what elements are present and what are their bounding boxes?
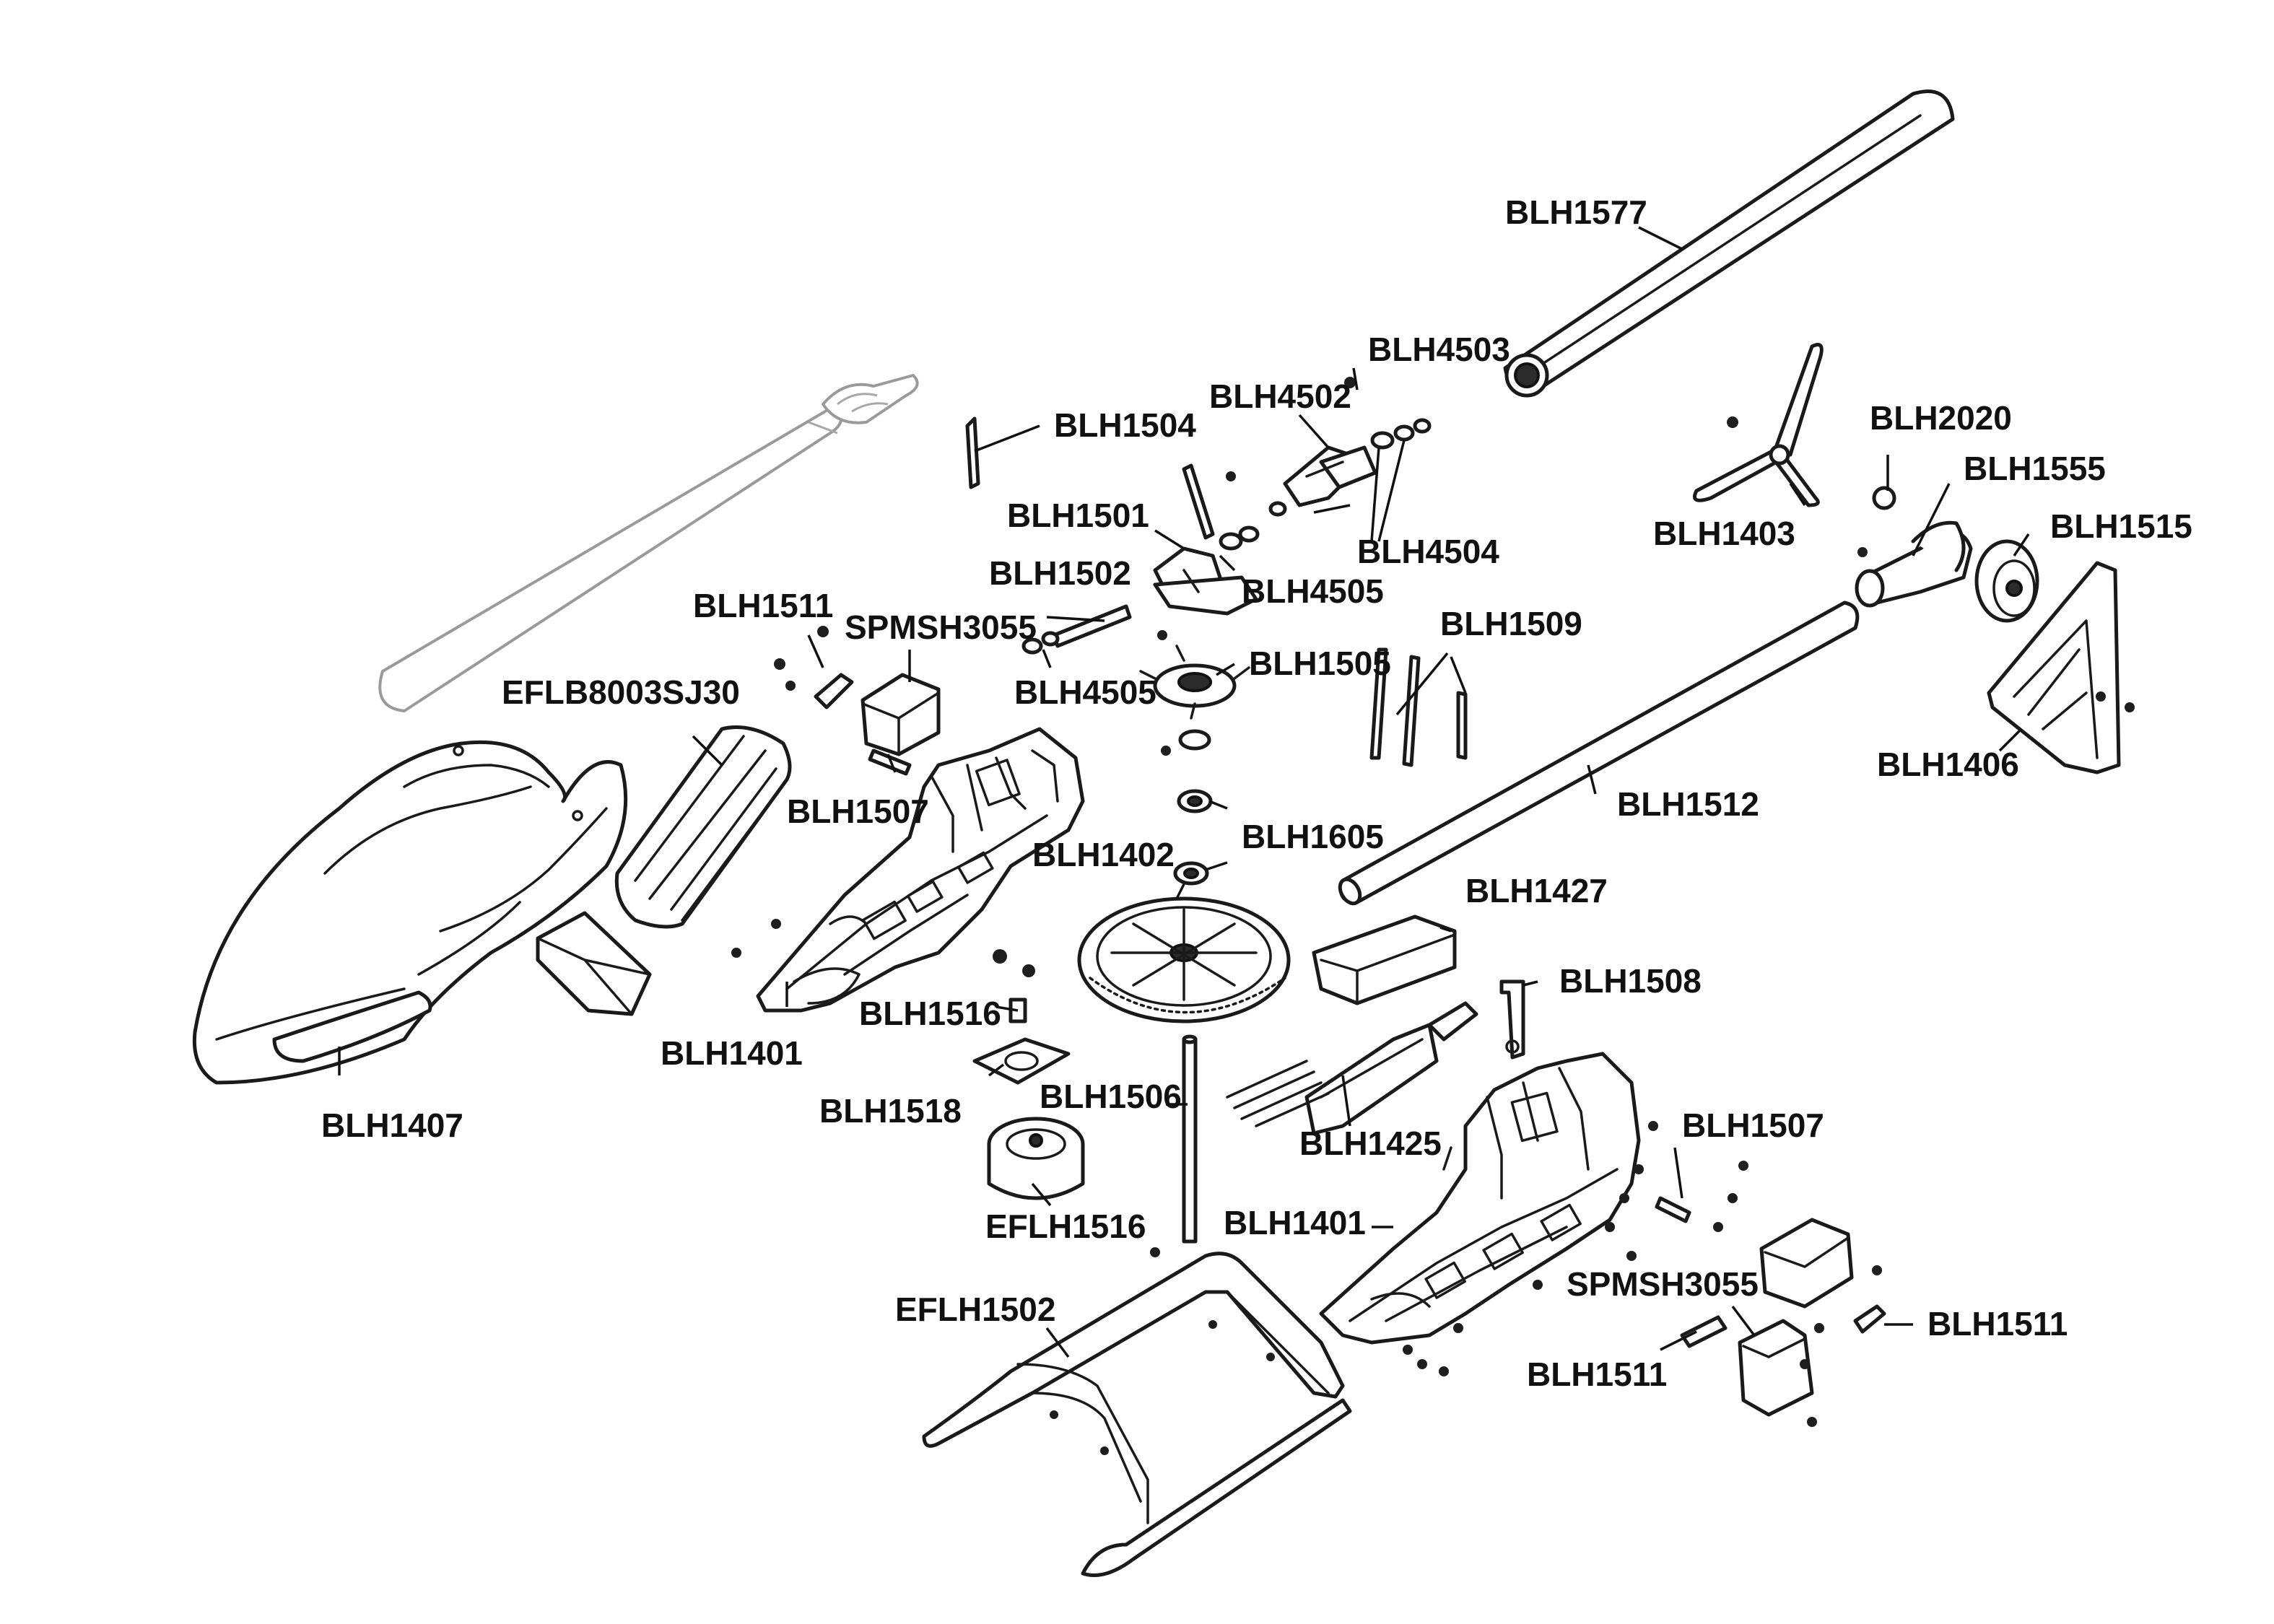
- label-blh1505: BLH1505: [1249, 645, 1391, 682]
- label-blh4504: BLH4504: [1357, 533, 1499, 570]
- label-blh1402: BLH1402: [1032, 836, 1175, 873]
- label-blh1515: BLH1515: [2050, 507, 2192, 545]
- label-blh1427: BLH1427: [1465, 872, 1608, 909]
- label-spmsh3055-lower: SPMSH3055: [1567, 1265, 1759, 1303]
- label-blh1555: BLH1555: [1964, 450, 2106, 487]
- battery: [614, 725, 792, 929]
- label-eflh1502: EFLH1502: [895, 1291, 1055, 1328]
- main-motor-assembly: [972, 997, 1085, 1200]
- label-eflh1516: EFLH1516: [985, 1208, 1146, 1245]
- label-blh1512: BLH1512: [1617, 785, 1759, 823]
- label-blh1403: BLH1403: [1653, 515, 1795, 552]
- label-blh1425: BLH1425: [1299, 1125, 1442, 1162]
- servos: [861, 673, 1854, 1417]
- label-eflb8003sj30: EFLB8003SJ30: [502, 673, 740, 711]
- main-rotor-head: [965, 416, 1432, 886]
- label-spmsh3055-upper: SPMSH3055: [845, 608, 1037, 646]
- label-blh1401-upper: BLH1401: [661, 1034, 803, 1072]
- label-blh1506: BLH1506: [1040, 1078, 1182, 1115]
- label-blh1509: BLH1509: [1440, 605, 1582, 642]
- label-blh4503: BLH4503: [1368, 331, 1510, 368]
- label-blh1605: BLH1605: [1242, 818, 1384, 855]
- label-blh1504: BLH1504: [1054, 406, 1196, 444]
- linkage-rods: [1369, 647, 1468, 767]
- label-blh1406: BLH1406: [1877, 746, 2019, 783]
- label-blh1502: BLH1502: [989, 554, 1131, 592]
- foam-pad: [536, 911, 652, 1016]
- landing-gear: [922, 1252, 1352, 1577]
- label-blh1516: BLH1516: [859, 995, 1001, 1032]
- label-blh1507-lower: BLH1507: [1682, 1106, 1824, 1144]
- label-blh1577: BLH1577: [1505, 193, 1647, 231]
- leader-lines: [338, 226, 2030, 1358]
- label-blh1407: BLH1407: [321, 1106, 463, 1144]
- label-blh4505-upper: BLH4505: [1242, 572, 1384, 610]
- servo-pins: [868, 748, 1691, 1223]
- ghost-rotor-blade: [378, 374, 919, 712]
- tail-rotor: [1693, 343, 1824, 507]
- tail-motor-assembly: [1855, 486, 2039, 623]
- frame-right-half: [1319, 1052, 1641, 1345]
- main-rotor-blade: [1503, 90, 1955, 398]
- servo-arms: [814, 673, 1886, 1348]
- label-blh4502: BLH4502: [1209, 377, 1351, 415]
- label-blh1508: BLH1508: [1559, 962, 1702, 1000]
- frame-left-half: [756, 727, 1085, 1013]
- label-blh1511-lower: BLH1511: [1527, 1355, 1667, 1393]
- esc-and-receiver: [1226, 914, 1478, 1135]
- label-blh1501: BLH1501: [1007, 497, 1149, 534]
- screws-and-fasteners: [731, 377, 2135, 1455]
- label-blh4505-lower: BLH4505: [1014, 673, 1156, 711]
- label-blh2020: BLH2020: [1870, 399, 2012, 437]
- canopy: [192, 740, 628, 1085]
- label-blh1401-lower: BLH1401: [1224, 1204, 1366, 1241]
- vertical-fin: [1987, 561, 2121, 774]
- label-blh1511-left: BLH1511: [693, 587, 833, 624]
- label-blh1518: BLH1518: [819, 1092, 962, 1130]
- tail-boom: [1338, 601, 1860, 906]
- main-gear: [1077, 896, 1291, 1023]
- label-blh1511-right: BLH1511: [1927, 1305, 2068, 1343]
- part-labels: BLH1577 BLH4503 BLH4502 BLH1504 BLH1501 …: [321, 193, 2192, 1393]
- boom-support-bracket: [1499, 979, 1525, 1060]
- main-shaft: [1182, 1034, 1198, 1244]
- label-blh1507-upper: BLH1507: [787, 793, 929, 830]
